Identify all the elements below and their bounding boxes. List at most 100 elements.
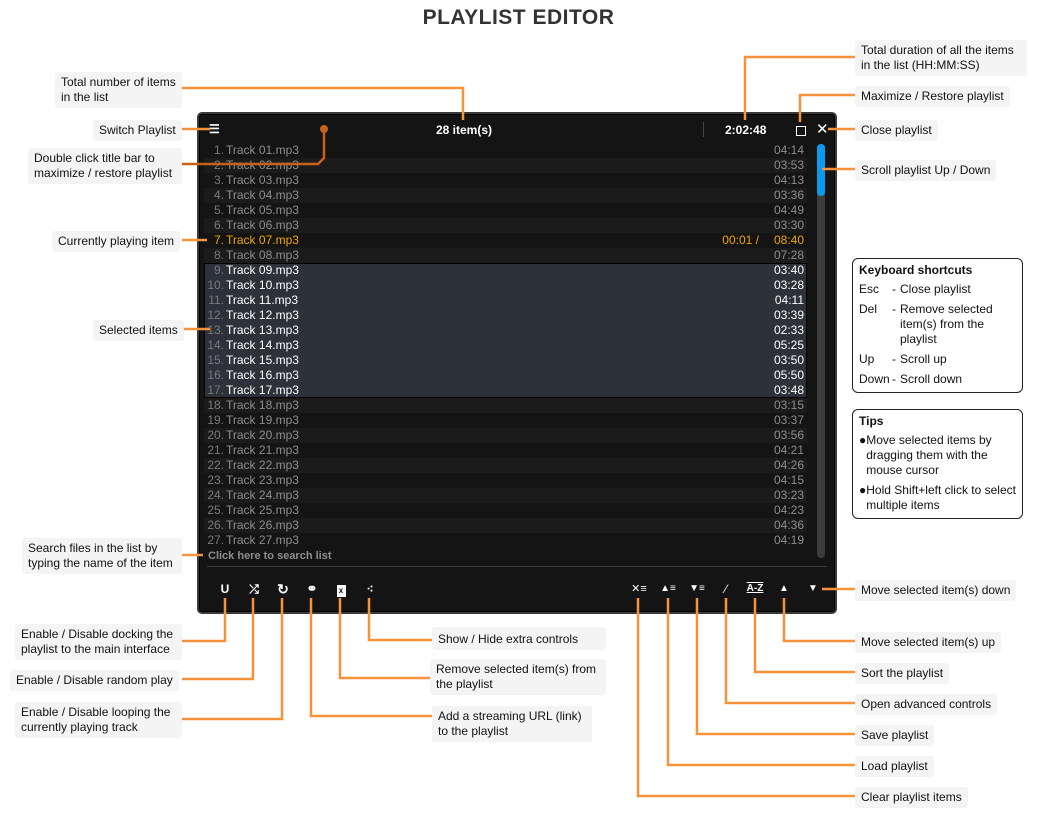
- clear-list-icon[interactable]: ✕≡: [631, 583, 647, 595]
- callout-double-click: Double click title bar to maximize / res…: [28, 148, 182, 184]
- track-name: Track 22.mp3: [226, 458, 299, 472]
- item-count: 28 item(s): [435, 123, 493, 137]
- callout-scroll: Scroll playlist Up / Down: [855, 160, 997, 181]
- title-divider: [703, 122, 704, 137]
- callout-move-up: Move selected item(s) up: [855, 632, 1002, 653]
- track-duration: 04:15: [773, 473, 804, 487]
- shortcut-desc: Remove selected item(s) from the playlis…: [900, 302, 993, 346]
- sort-az-icon[interactable]: A-Z: [746, 583, 764, 594]
- callout-selected-items: Selected items: [93, 320, 184, 341]
- scrollbar-thumb[interactable]: [817, 144, 825, 196]
- shuffle-icon[interactable]: ⤮: [249, 582, 259, 596]
- remove-file-icon[interactable]: x: [331, 580, 351, 598]
- shortcut-key: Esc: [859, 282, 880, 296]
- track-duration: 05:25: [773, 338, 804, 352]
- callout-clear: Clear playlist items: [855, 787, 968, 808]
- diagram-title: PLAYLIST EDITOR: [422, 6, 615, 29]
- track-number: 3.: [213, 173, 224, 187]
- callout-load: Load playlist: [855, 756, 934, 777]
- track-row[interactable]: 11.Track 11.mp3 04:11: [204, 293, 807, 308]
- save-playlist-icon[interactable]: ▼≡: [689, 583, 705, 594]
- move-down-icon[interactable]: ▼: [808, 583, 818, 594]
- now-playing-track[interactable]: 7.Track 07.mp3 00:01 / 08:40: [204, 233, 807, 248]
- track-number: 10.: [207, 278, 224, 292]
- callout-remove: Remove selected item(s) from the playlis…: [430, 659, 606, 695]
- track-duration: 02:33: [773, 323, 804, 337]
- track-name: Track 23.mp3: [226, 473, 299, 487]
- dash: -: [892, 282, 896, 296]
- track-duration: 04:36: [773, 518, 804, 532]
- track-row[interactable]: 2.Track 02.mp3 03:53: [204, 158, 807, 173]
- track-duration: 08:40: [773, 233, 804, 247]
- track-duration: 03:53: [773, 158, 804, 172]
- track-name: Track 11.mp3: [226, 293, 299, 307]
- track-number: 26.: [207, 518, 224, 532]
- callout-extra: Show / Hide extra controls: [432, 627, 606, 650]
- divider: [207, 566, 827, 567]
- track-name: Track 05.mp3: [226, 203, 299, 217]
- load-playlist-icon[interactable]: ▲≡: [660, 583, 676, 594]
- track-number: 11.: [208, 293, 224, 307]
- track-duration: 03:37: [773, 413, 804, 427]
- dock-magnet-icon[interactable]: U: [220, 582, 230, 596]
- track-name: Track 17.mp3: [226, 383, 299, 397]
- maximize-icon[interactable]: [796, 126, 806, 136]
- title-bar[interactable]: ☰ 28 item(s) 2:02:48 ✕: [199, 120, 835, 140]
- close-icon[interactable]: ✕: [816, 121, 829, 138]
- scrollbar[interactable]: [817, 144, 825, 558]
- track-number: 21.: [207, 443, 224, 457]
- move-up-icon[interactable]: ▲: [779, 583, 789, 594]
- tip-item: ●Move selected items by dragging them wi…: [859, 433, 1016, 478]
- search-input[interactable]: Click here to search list: [208, 550, 332, 562]
- track-duration: 04:11: [774, 293, 804, 307]
- track-name: Track 09.mp3: [226, 263, 299, 277]
- loop-icon[interactable]: ↻: [277, 581, 289, 597]
- track-duration: 03:15: [773, 398, 804, 412]
- track-number: 2.: [213, 158, 224, 172]
- callout-maximize: Maximize / Restore playlist: [855, 86, 1010, 107]
- track-name: Track 19.mp3: [226, 413, 299, 427]
- bullet-icon: ●: [859, 433, 867, 447]
- track-duration: 03:56: [773, 428, 804, 442]
- magic-wand-icon[interactable]: ⁄: [724, 582, 727, 596]
- track-name: Track 12.mp3: [226, 308, 299, 322]
- add-link-icon[interactable]: ⚭: [306, 581, 318, 596]
- tip-item: ●Hold Shift+left click to select multipl…: [859, 483, 1016, 513]
- track-number: 7.: [213, 233, 224, 247]
- extra-controls-icon[interactable]: ⁖: [366, 582, 374, 596]
- track-name: Track 24.mp3: [226, 488, 299, 502]
- track-name: Track 02.mp3: [226, 158, 299, 172]
- track-number: 22.: [207, 458, 224, 472]
- elapsed-time: 00:01 /: [722, 233, 759, 247]
- track-name: Track 07.mp3: [226, 233, 299, 247]
- track-name: Track 25.mp3: [226, 503, 299, 517]
- track-name: Track 21.mp3: [226, 443, 299, 457]
